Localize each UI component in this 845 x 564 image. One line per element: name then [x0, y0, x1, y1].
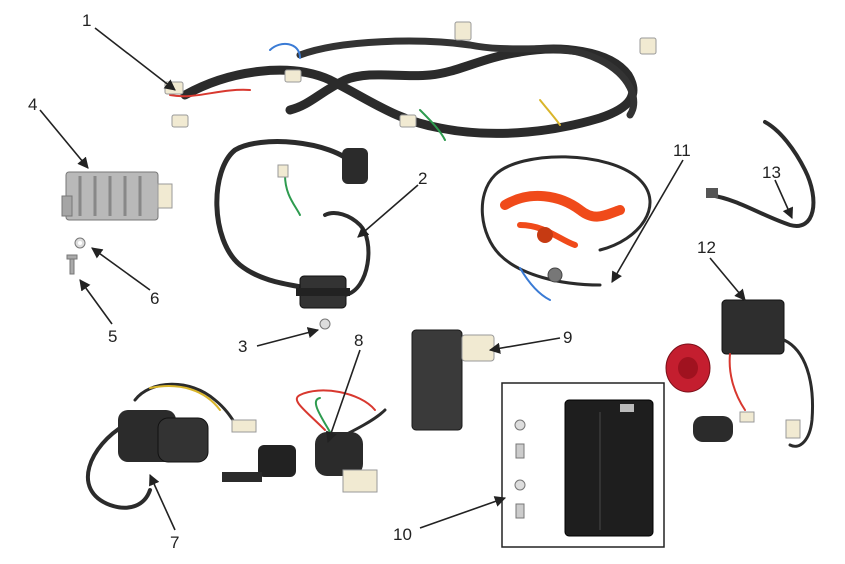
main-wiring-harness	[164, 21, 657, 141]
voltage-regulator	[61, 171, 173, 221]
callout-1: 1	[82, 11, 91, 30]
callout-3: 3	[238, 337, 247, 356]
callout-11: 11	[673, 141, 691, 160]
callout-12: 12	[697, 238, 716, 257]
callout-numbers: 1 2 3 4 5 6 7 8 9 10 11 12 13	[28, 11, 781, 552]
battery-terminal-bolt	[515, 503, 525, 519]
leader-lines	[39, 27, 793, 531]
coil-nut	[319, 318, 331, 330]
battery-terminal-bolt	[515, 443, 525, 459]
kill-switch	[480, 155, 652, 301]
battery-terminal-nut	[514, 479, 526, 491]
relay-unit	[721, 299, 815, 448]
callout-2: 2	[418, 169, 427, 188]
harness-connector	[399, 114, 417, 128]
regulator-bolt	[66, 254, 78, 275]
callout-13: 13	[762, 163, 781, 182]
ignition-key	[222, 445, 296, 482]
callout-10: 10	[393, 525, 412, 544]
harness-connector	[171, 114, 189, 128]
callout-5: 5	[108, 327, 117, 346]
cdi-module	[411, 329, 495, 431]
callout-6: 6	[150, 289, 159, 308]
callout-9: 9	[563, 328, 572, 347]
callout-7: 7	[170, 533, 179, 552]
harness-connector	[454, 21, 472, 41]
horn	[665, 343, 711, 393]
harness-connector	[284, 69, 302, 83]
wire-lead	[706, 120, 816, 228]
battery	[564, 399, 654, 537]
ignition-coil	[214, 139, 371, 309]
battery-terminal-nut	[514, 419, 526, 431]
callout-4: 4	[28, 95, 37, 114]
harness-connector	[639, 37, 657, 55]
regulator-washer	[74, 237, 86, 249]
handlebar-switch	[85, 382, 257, 510]
remote-key-fob	[693, 411, 755, 442]
callout-8: 8	[354, 331, 363, 350]
